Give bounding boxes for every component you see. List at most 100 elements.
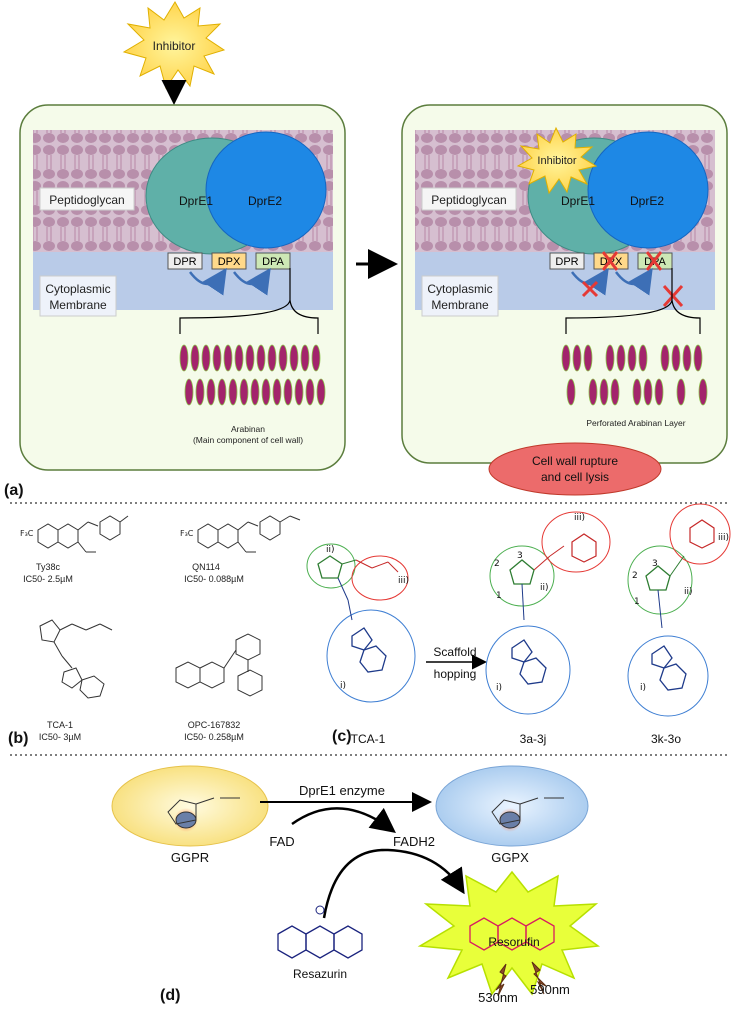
svg-text:i): i) — [340, 681, 346, 691]
dpr-label-left: DPR — [173, 256, 196, 268]
tca1-ic50: IC50- 3µM — [39, 732, 81, 742]
arabinan-rod — [223, 344, 233, 372]
arabinan-rod — [206, 378, 216, 406]
ty38c-ic50: IC50- 2.5µM — [23, 574, 73, 584]
arabinan-layer-right — [561, 344, 708, 406]
arabinan-rod — [300, 344, 310, 372]
tca1-name-b: TCA-1 — [47, 720, 73, 730]
arabinan-rod — [250, 378, 260, 406]
resorufin-label: Resorufin — [488, 935, 539, 949]
svg-text:2: 2 — [494, 559, 500, 569]
arabinan-rod — [572, 344, 582, 372]
panel-c-label: (c) — [332, 728, 352, 745]
svg-text:1: 1 — [496, 591, 502, 601]
arabinan-rod — [245, 344, 255, 372]
svg-text:iii): iii) — [718, 533, 729, 543]
arabinan-sublabel: (Main component of cell wall) — [193, 435, 303, 445]
arabinan-rod — [212, 344, 222, 372]
cyto-label-left-2: Membrane — [49, 298, 107, 312]
inhibitor-label-right: Inhibitor — [537, 155, 576, 167]
arabinan-rod — [588, 378, 598, 406]
block-cross-marks — [581, 251, 684, 308]
series1-label: 3a-3j — [520, 732, 547, 746]
ty38c-name: Ty38c — [36, 562, 61, 572]
inhibitor-burst-top: Inhibitor — [122, 1, 226, 90]
arabinan-rod — [201, 344, 211, 372]
resazurin-label: Resazurin — [293, 967, 347, 981]
arabinan-rod — [272, 378, 282, 406]
arabinan-rod — [654, 378, 664, 406]
arabinan-rod — [261, 378, 271, 406]
arabinan-rod — [605, 344, 615, 372]
fadh2-label: FADH2 — [393, 834, 435, 849]
inhibitor-burst-right: Inhibitor — [516, 126, 598, 195]
peptidoglycan-label-right: Peptidoglycan — [431, 193, 506, 207]
arabinan-rod — [316, 378, 326, 406]
wavelength-590: 590nm — [530, 982, 570, 997]
arabinan-rod — [234, 344, 244, 372]
tca1-label-c: TCA-1 — [351, 732, 386, 746]
cell-left: Peptidoglycan Cytoplasmic Membrane DprE1… — [19, 104, 346, 471]
arabinan-rod — [228, 378, 238, 406]
arabinan-rod — [179, 344, 189, 372]
svg-text:i): i) — [496, 683, 502, 693]
arabinan-rod — [267, 344, 277, 372]
arabinan-rod — [583, 344, 593, 372]
ggpr-label: GGPR — [171, 850, 209, 865]
dpre1-label-right: DprE1 — [561, 194, 595, 208]
series-3a-3j: 2 3 1 ii) iii) i) — [485, 511, 611, 715]
arabinan-rod — [566, 378, 576, 406]
panel-a-label: (a) — [4, 482, 24, 499]
scaffold-label-1: Scaffold — [433, 645, 476, 659]
cyto-label-left-1: Cytoplasmic — [45, 282, 110, 296]
lightning-530 — [495, 963, 507, 997]
svg-text:3: 3 — [517, 551, 523, 561]
svg-text:ii): ii) — [684, 587, 693, 597]
arabinan-rod — [256, 344, 266, 372]
arabinan-rod — [278, 344, 288, 372]
series-3k-3o: 2 3 1 ii) iii) i) — [627, 503, 731, 717]
arabinan-rod — [676, 378, 686, 406]
arabinan-rod — [660, 344, 670, 372]
arabinan-label: Arabinan — [231, 424, 265, 434]
arabinan-rod — [682, 344, 692, 372]
arabinan-rod — [283, 378, 293, 406]
svg-text:iii): iii) — [574, 513, 585, 523]
svg-text:3: 3 — [652, 559, 658, 569]
qn114-ic50: IC50- 0.088µM — [184, 574, 244, 584]
arabinan-rod — [643, 378, 653, 406]
svg-text:F₃C: F₃C — [20, 529, 34, 538]
arabinan-rod — [693, 344, 703, 372]
lightning-590 — [531, 961, 547, 995]
dpx-label-left: DPX — [218, 256, 241, 268]
dpre2-label-left: DprE2 — [248, 194, 282, 208]
arabinan-rod — [638, 344, 648, 372]
arabinan-rod — [627, 344, 637, 372]
arabinan-rod — [217, 378, 227, 406]
arabinan-rod — [632, 378, 642, 406]
inhibitor-label-top: Inhibitor — [153, 39, 196, 53]
perforated-label: Perforated Arabinan Layer — [586, 418, 685, 428]
tca1-scaffold: ii) iii) i) — [306, 543, 416, 703]
peptidoglycan-label-left: Peptidoglycan — [49, 193, 124, 207]
dpre1-label-left: DprE1 — [179, 194, 213, 208]
series2-label: 3k-3o — [651, 732, 681, 746]
panel-b-label: (b) — [8, 730, 28, 747]
arabinan-rod — [671, 344, 681, 372]
cell-right: Peptidoglycan Cytoplasmic Membrane DprE1… — [401, 104, 728, 496]
enzyme-label: DprE1 enzyme — [299, 783, 385, 798]
arabinan-rod — [599, 378, 609, 406]
opc-name: OPC-167832 — [188, 720, 241, 730]
arabinan-rod — [616, 344, 626, 372]
dpr-label-right: DPR — [555, 256, 578, 268]
resazurin-conversion-arrow — [322, 848, 465, 919]
arabinan-rod — [195, 378, 205, 406]
cyto-label-right-2: Membrane — [431, 298, 489, 312]
opc-ic50: IC50- 0.258µM — [184, 732, 244, 742]
dpre2-label-right: DprE2 — [630, 194, 664, 208]
svg-text:2: 2 — [632, 571, 638, 581]
rupture-label-1: Cell wall rupture — [532, 454, 618, 468]
cyto-label-right-1: Cytoplasmic — [427, 282, 492, 296]
panel-d-label: (d) — [160, 987, 180, 1004]
svg-text:ii): ii) — [326, 545, 335, 555]
